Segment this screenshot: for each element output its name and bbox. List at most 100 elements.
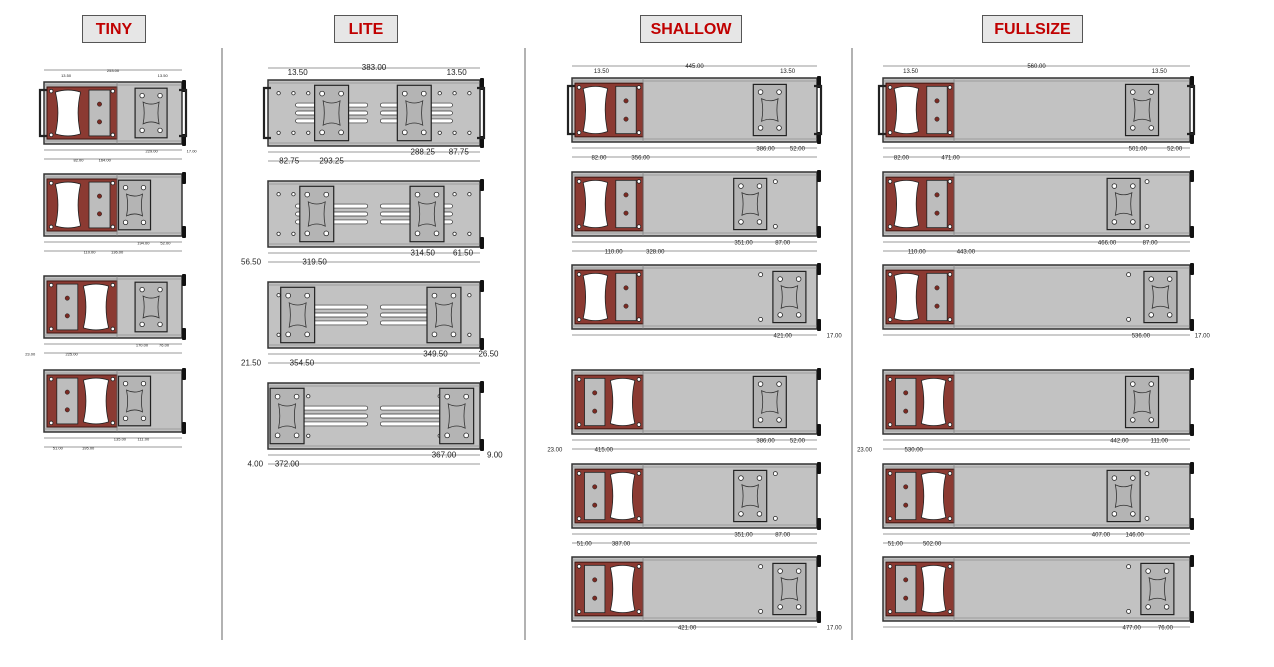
- mounting-hole-icon: [110, 224, 115, 230]
- mounting-hole-icon: [636, 130, 642, 135]
- end-cap: [182, 422, 186, 434]
- pad-grip-outline: [1151, 285, 1170, 309]
- handle-cutout: [893, 179, 920, 229]
- dimension-offset: 13.50: [158, 73, 169, 78]
- mounting-hole-icon: [757, 417, 764, 423]
- mounting-hole-icon: [157, 287, 163, 293]
- screw-icon: [623, 116, 629, 122]
- dimension-value: 23.00: [547, 448, 563, 454]
- slider-plate: [615, 85, 637, 135]
- mounting-hole-icon: [291, 192, 296, 197]
- mounting-hole-icon: [276, 91, 281, 96]
- dimension-value: 372.00: [275, 460, 300, 469]
- dimension-offset: 13.50: [447, 68, 468, 77]
- handle-cutout: [920, 471, 947, 521]
- mounting-hole-icon: [304, 191, 311, 198]
- mounting-hole-icon: [49, 326, 54, 332]
- mounting-hole-icon: [433, 230, 440, 237]
- end-cap: [1190, 226, 1194, 238]
- dimension-value: 87.00: [1143, 241, 1159, 247]
- pad-grip-outline: [741, 192, 760, 216]
- dimension-value: 328.00: [646, 250, 665, 256]
- mounting-hole-icon: [1148, 276, 1154, 282]
- dimension-value: 26.50: [478, 350, 499, 359]
- dimension-value: 76.00: [1158, 626, 1174, 632]
- end-cap: [817, 170, 821, 182]
- dimension-value: 367.00: [432, 451, 457, 460]
- dimension-value: 110.00: [605, 250, 624, 256]
- mounting-hole-icon: [636, 471, 642, 476]
- dimension-value: 76.00: [159, 343, 170, 348]
- mounting-hole-icon: [110, 88, 115, 94]
- dimension-value: 195.00: [82, 446, 95, 451]
- mounting-hole-icon: [1130, 417, 1136, 423]
- mounting-hole-icon: [276, 332, 281, 337]
- mounting-hole-icon: [276, 293, 281, 298]
- hole-icon: [772, 471, 778, 477]
- mounting-hole-icon: [433, 191, 440, 198]
- handle-cutout: [82, 283, 110, 331]
- mounting-hole-icon: [757, 89, 764, 95]
- hole-icon: [1144, 471, 1150, 477]
- side-bracket-right: [179, 88, 188, 138]
- dimension-overall: 445.00: [685, 64, 704, 70]
- dimension-value: 442.00: [1110, 439, 1129, 445]
- mounting-hole-icon: [576, 272, 582, 277]
- slider-plate: [926, 179, 948, 229]
- dimension-value: 82.00: [894, 156, 910, 162]
- slider-plate: [56, 283, 79, 331]
- end-cap: [817, 226, 821, 238]
- end-cap: [182, 172, 186, 184]
- slider-plate: [895, 564, 917, 614]
- handle-cutout: [54, 89, 82, 137]
- dimension-value: 111.00: [138, 437, 150, 442]
- mounting-hole-icon: [452, 91, 457, 96]
- mounting-hole-icon: [306, 91, 311, 96]
- mounting-hole-icon: [576, 224, 582, 229]
- mounting-hole-icon: [1148, 125, 1154, 131]
- mounting-hole-icon: [444, 393, 450, 400]
- dimension-value: 502.00: [923, 542, 942, 548]
- pad-grip-outline: [741, 484, 760, 508]
- mounting-hole-icon: [738, 511, 744, 517]
- screw-icon: [934, 303, 940, 309]
- screw-icon: [934, 98, 940, 104]
- pad-grip-outline: [447, 403, 466, 429]
- pad-grip-outline: [278, 403, 297, 429]
- end-cap: [1190, 368, 1194, 380]
- mounting-hole-icon: [636, 516, 642, 521]
- mounting-hole-icon: [414, 191, 421, 198]
- mounting-hole-icon: [887, 272, 893, 277]
- dimension-value: 407.00: [1092, 533, 1111, 539]
- mounting-hole-icon: [947, 317, 953, 322]
- dimension-value: 146.00: [1126, 533, 1145, 539]
- mounting-hole-icon: [776, 89, 782, 95]
- side-bracket-left: [262, 86, 271, 140]
- mounting-hole-icon: [450, 292, 457, 299]
- mounting-hole-icon: [947, 564, 953, 569]
- slider-plate: [895, 471, 917, 521]
- mounting-hole-icon: [1148, 312, 1154, 318]
- end-cap: [480, 439, 484, 451]
- mounting-hole-icon: [444, 432, 450, 439]
- end-cap: [817, 518, 821, 530]
- dimension-value: 386.00: [756, 439, 775, 445]
- mounting-hole-icon: [756, 183, 763, 189]
- dimension-value: 61.50: [453, 249, 474, 258]
- slider-plate: [895, 377, 917, 427]
- mounting-hole-icon: [110, 282, 115, 288]
- mounting-hole-icon: [467, 91, 472, 96]
- dimension-value: 51.00: [577, 542, 593, 548]
- mounting-hole-icon: [293, 432, 300, 439]
- mounting-hole-icon: [795, 312, 802, 318]
- mounting-hole-icon: [49, 376, 54, 382]
- dimension-value: 415.00: [595, 448, 614, 454]
- dimension-value: 110.00: [908, 250, 927, 256]
- hole-icon: [1144, 223, 1150, 229]
- mounting-hole-icon: [887, 564, 893, 569]
